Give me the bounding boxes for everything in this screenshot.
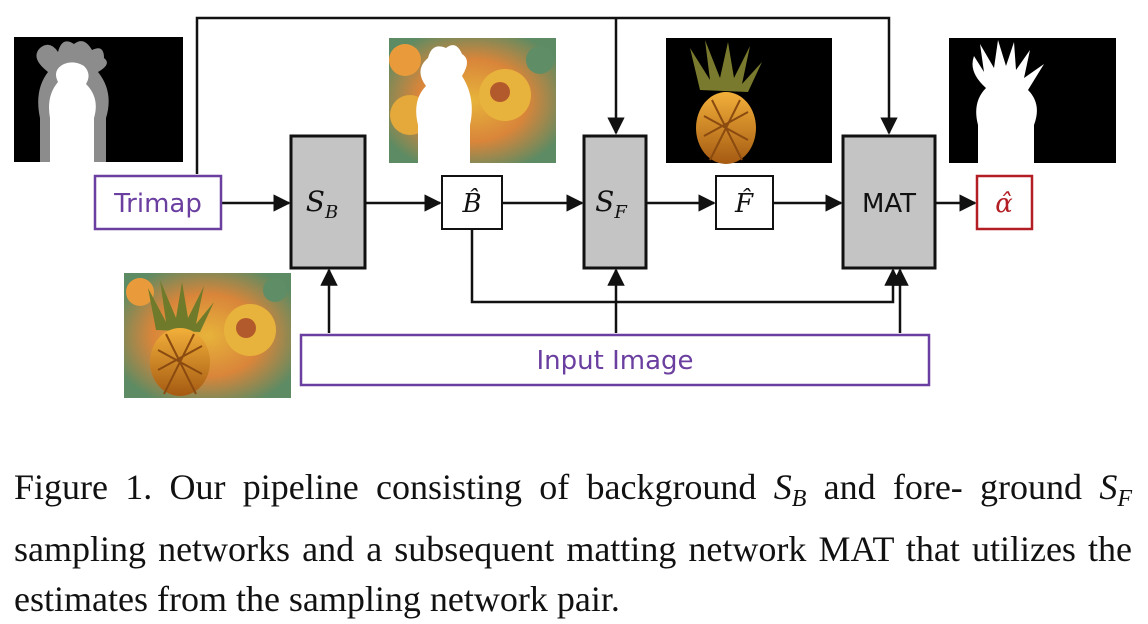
alpha-hat-box: α̂ [975, 174, 1034, 231]
pipeline-diagram: Trimap SB B̂ SF F̂ MAT α̂ Input Image [14, 16, 1116, 398]
sb-network-box: SB [289, 134, 367, 270]
caption-sf-sub: F [1117, 486, 1132, 512]
b-hat-label: B̂ [461, 188, 481, 219]
trimap-thumbnail [14, 37, 183, 162]
f-hat-label: F̂ [734, 188, 754, 219]
input-image-thumbnail [124, 273, 291, 398]
caption-mid: and fore- ground [806, 467, 1100, 507]
alpha-matte-thumbnail [949, 38, 1116, 163]
background-estimate-thumbnail [389, 38, 556, 163]
trimap-label: Trimap [113, 189, 202, 219]
input-image-label: Input Image [536, 346, 693, 376]
caption-rest: sampling networks and a subsequent matti… [14, 529, 1132, 619]
sf-label: SF [595, 185, 628, 223]
caption-sb-main: S [773, 467, 792, 507]
caption-sb-sub: B [791, 486, 807, 512]
sb-label: SB [306, 185, 338, 223]
figure-caption: Figure 1. Our pipeline consisting of bac… [14, 462, 1132, 624]
f-hat-box: F̂ [715, 175, 774, 230]
connector-lines [195, 16, 977, 333]
sf-network-box: SF [582, 134, 648, 270]
input-image-box: Input Image [299, 333, 931, 387]
alpha-hat-label: α̂ [995, 189, 1013, 219]
trimap-box: Trimap [93, 174, 223, 231]
mat-label: MAT [862, 189, 916, 219]
mat-network-box: MAT [841, 134, 937, 270]
b-hat-box: B̂ [441, 175, 503, 230]
foreground-estimate-thumbnail [666, 38, 832, 164]
caption-sf-main: S [1099, 467, 1118, 507]
caption-prefix: Figure 1. Our pipeline consisting of bac… [14, 467, 774, 507]
